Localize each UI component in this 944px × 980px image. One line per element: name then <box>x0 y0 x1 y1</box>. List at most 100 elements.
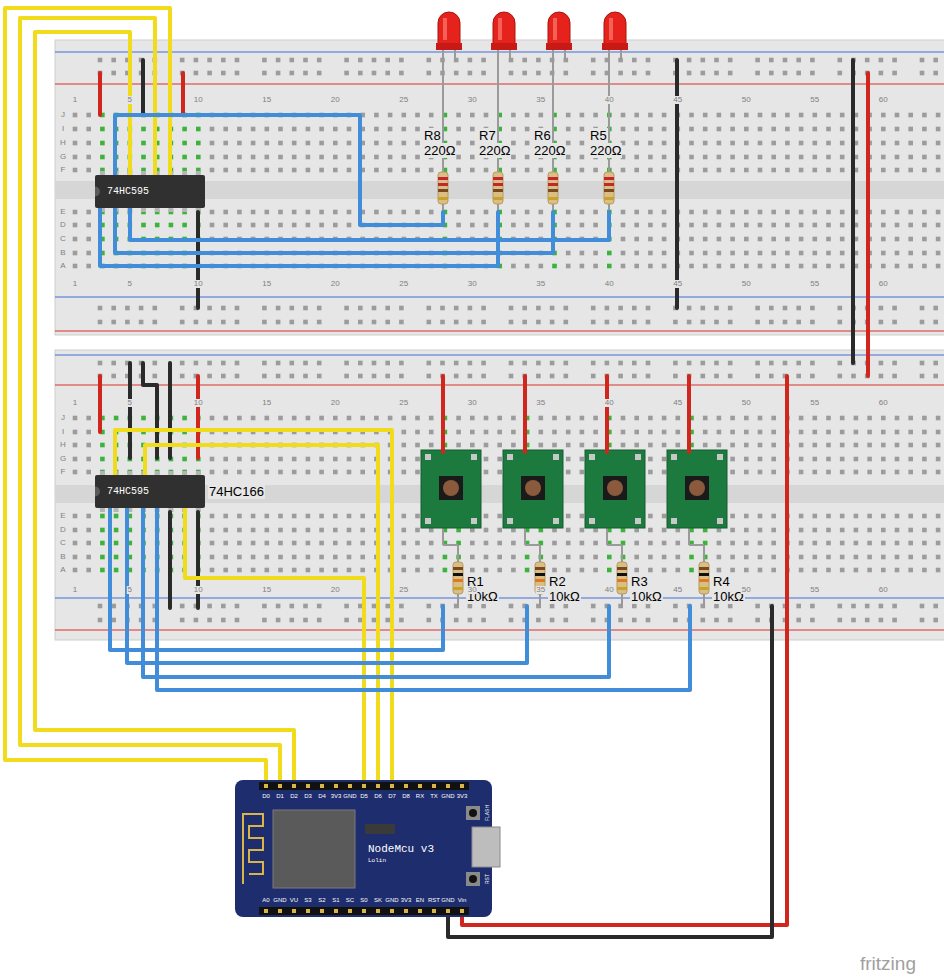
hole <box>621 251 626 256</box>
hole <box>648 141 653 146</box>
hole <box>73 457 78 462</box>
hole <box>73 251 78 256</box>
hole <box>196 470 201 475</box>
hole <box>813 141 818 146</box>
hole <box>86 141 91 146</box>
hole <box>385 58 390 63</box>
hole <box>796 320 801 325</box>
hole <box>566 430 571 435</box>
hole <box>769 71 774 76</box>
hole <box>292 141 297 146</box>
hole <box>881 127 886 132</box>
hole <box>372 374 377 379</box>
hole <box>484 416 489 421</box>
hole <box>744 470 749 475</box>
hole <box>895 541 900 546</box>
hole <box>454 306 459 311</box>
hole <box>358 604 363 609</box>
hole <box>522 71 527 76</box>
header-pin <box>404 784 408 788</box>
hole <box>634 568 639 573</box>
resistor-band <box>604 189 614 192</box>
hole <box>251 528 256 533</box>
hole <box>278 223 283 228</box>
hole <box>881 514 886 519</box>
button-leg <box>589 518 595 524</box>
hole <box>769 320 774 325</box>
chip-pins <box>100 471 201 512</box>
hole <box>810 374 815 379</box>
hole <box>881 568 886 573</box>
hole <box>509 604 514 609</box>
rail-line <box>55 354 944 355</box>
board-button <box>469 875 477 883</box>
hole <box>402 528 407 533</box>
hole <box>771 168 776 173</box>
board-button <box>466 872 480 886</box>
hole <box>372 320 377 325</box>
hole <box>470 210 475 215</box>
hole <box>111 306 116 311</box>
hole <box>210 457 215 462</box>
hole <box>221 306 226 311</box>
hole <box>634 430 639 435</box>
hole <box>344 604 349 609</box>
hole <box>662 155 667 160</box>
hole <box>484 443 489 448</box>
hole <box>879 320 884 325</box>
hole <box>840 141 845 146</box>
hole <box>306 416 311 421</box>
hole <box>372 361 377 366</box>
hole <box>854 568 859 573</box>
hole <box>632 58 637 63</box>
hole <box>402 113 407 118</box>
hole <box>196 127 201 132</box>
hole <box>566 251 571 256</box>
hole <box>799 528 804 533</box>
column-number: 45 <box>672 96 683 104</box>
hole <box>717 155 722 160</box>
hole <box>826 113 831 118</box>
hole <box>207 306 212 311</box>
hole <box>550 306 555 311</box>
hole <box>744 541 749 546</box>
hole <box>470 113 475 118</box>
hole <box>593 555 598 560</box>
chip-notch <box>95 487 100 497</box>
breadboard-holes <box>73 58 944 325</box>
hole <box>223 141 228 146</box>
hole <box>687 361 692 366</box>
hole <box>648 528 653 533</box>
hole <box>673 604 678 609</box>
resistor-body <box>699 562 709 594</box>
hole <box>511 264 516 269</box>
hole <box>468 361 473 366</box>
hole <box>881 528 886 533</box>
hole <box>427 374 432 379</box>
hole <box>210 155 215 160</box>
button-cap <box>607 480 623 496</box>
header-pin <box>348 784 352 788</box>
hole <box>922 141 927 146</box>
led-body <box>548 12 570 46</box>
hole <box>758 168 763 173</box>
hole <box>648 555 653 560</box>
column-number: 35 <box>535 96 546 104</box>
hole <box>703 430 708 435</box>
hole <box>262 58 267 63</box>
hole <box>182 416 187 421</box>
hole <box>128 470 133 475</box>
hole <box>278 555 283 560</box>
hole <box>454 320 459 325</box>
hole <box>564 361 569 366</box>
hole <box>728 320 733 325</box>
part-label: 74HC166 <box>208 484 265 499</box>
hole <box>922 264 927 269</box>
hole <box>429 416 434 421</box>
hole <box>676 416 681 421</box>
hole <box>86 127 91 132</box>
hole <box>292 168 297 173</box>
hole <box>278 155 283 160</box>
resistor-band <box>617 573 627 576</box>
hole <box>922 210 927 215</box>
